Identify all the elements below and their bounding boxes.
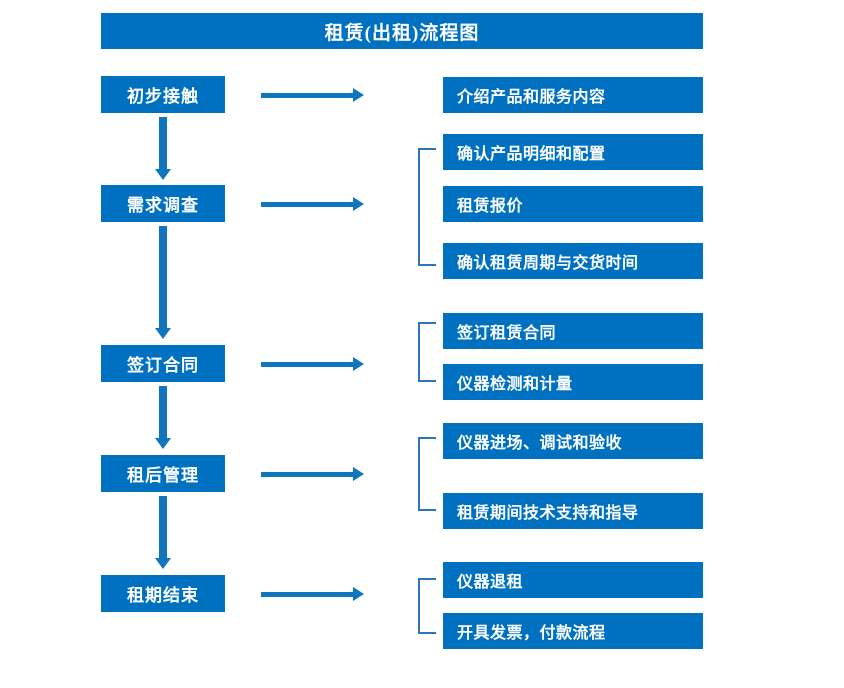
detail-box: 租赁期间技术支持和指导	[443, 493, 703, 529]
flow-arrow-down	[155, 386, 171, 449]
stage-box: 租期结束	[101, 575, 225, 612]
arrow-shaft	[261, 93, 353, 98]
flow-arrow-right	[261, 88, 364, 102]
arrow-head-icon	[353, 357, 364, 371]
detail-box: 仪器检测和计量	[443, 364, 703, 400]
arrow-head-icon	[155, 438, 171, 449]
detail-box: 确认租赁周期与交货时间	[443, 243, 703, 279]
flow-arrow-down	[155, 496, 171, 569]
detail-box: 仪器进场、调试和验收	[443, 423, 703, 459]
group-bracket	[418, 148, 436, 266]
stage-box: 租后管理	[101, 455, 225, 492]
stage-box: 需求调查	[101, 185, 225, 222]
detail-box: 介绍产品和服务内容	[443, 77, 703, 113]
stage-box: 签订合同	[101, 345, 225, 382]
flow-arrow-right	[261, 357, 364, 371]
stage-box: 初步接触	[101, 76, 225, 113]
flow-arrow-right	[261, 197, 364, 211]
arrow-head-icon	[353, 587, 364, 601]
arrow-shaft	[159, 226, 167, 328]
arrow-head-icon	[353, 88, 364, 102]
group-bracket	[418, 322, 436, 382]
arrow-shaft	[261, 202, 353, 207]
flow-arrow-down	[155, 226, 171, 339]
group-bracket	[418, 437, 436, 511]
arrow-shaft	[159, 386, 167, 438]
arrow-shaft	[261, 362, 353, 367]
arrow-head-icon	[155, 558, 171, 569]
arrow-head-icon	[353, 197, 364, 211]
arrow-head-icon	[155, 328, 171, 339]
detail-box: 开具发票，付款流程	[443, 613, 703, 649]
detail-box: 租赁报价	[443, 186, 703, 222]
arrow-head-icon	[353, 467, 364, 481]
flow-arrow-down	[155, 117, 171, 180]
page-title: 租赁(出租)流程图	[101, 13, 703, 49]
arrow-shaft	[159, 496, 167, 558]
arrow-shaft	[159, 117, 167, 169]
flow-arrow-right	[261, 467, 364, 481]
arrow-shaft	[261, 592, 353, 597]
flow-arrow-right	[261, 587, 364, 601]
detail-box: 仪器退租	[443, 562, 703, 598]
arrow-head-icon	[155, 169, 171, 180]
group-bracket	[418, 578, 436, 634]
detail-box: 签订租赁合同	[443, 313, 703, 349]
detail-box: 确认产品明细和配置	[443, 134, 703, 170]
arrow-shaft	[261, 472, 353, 477]
